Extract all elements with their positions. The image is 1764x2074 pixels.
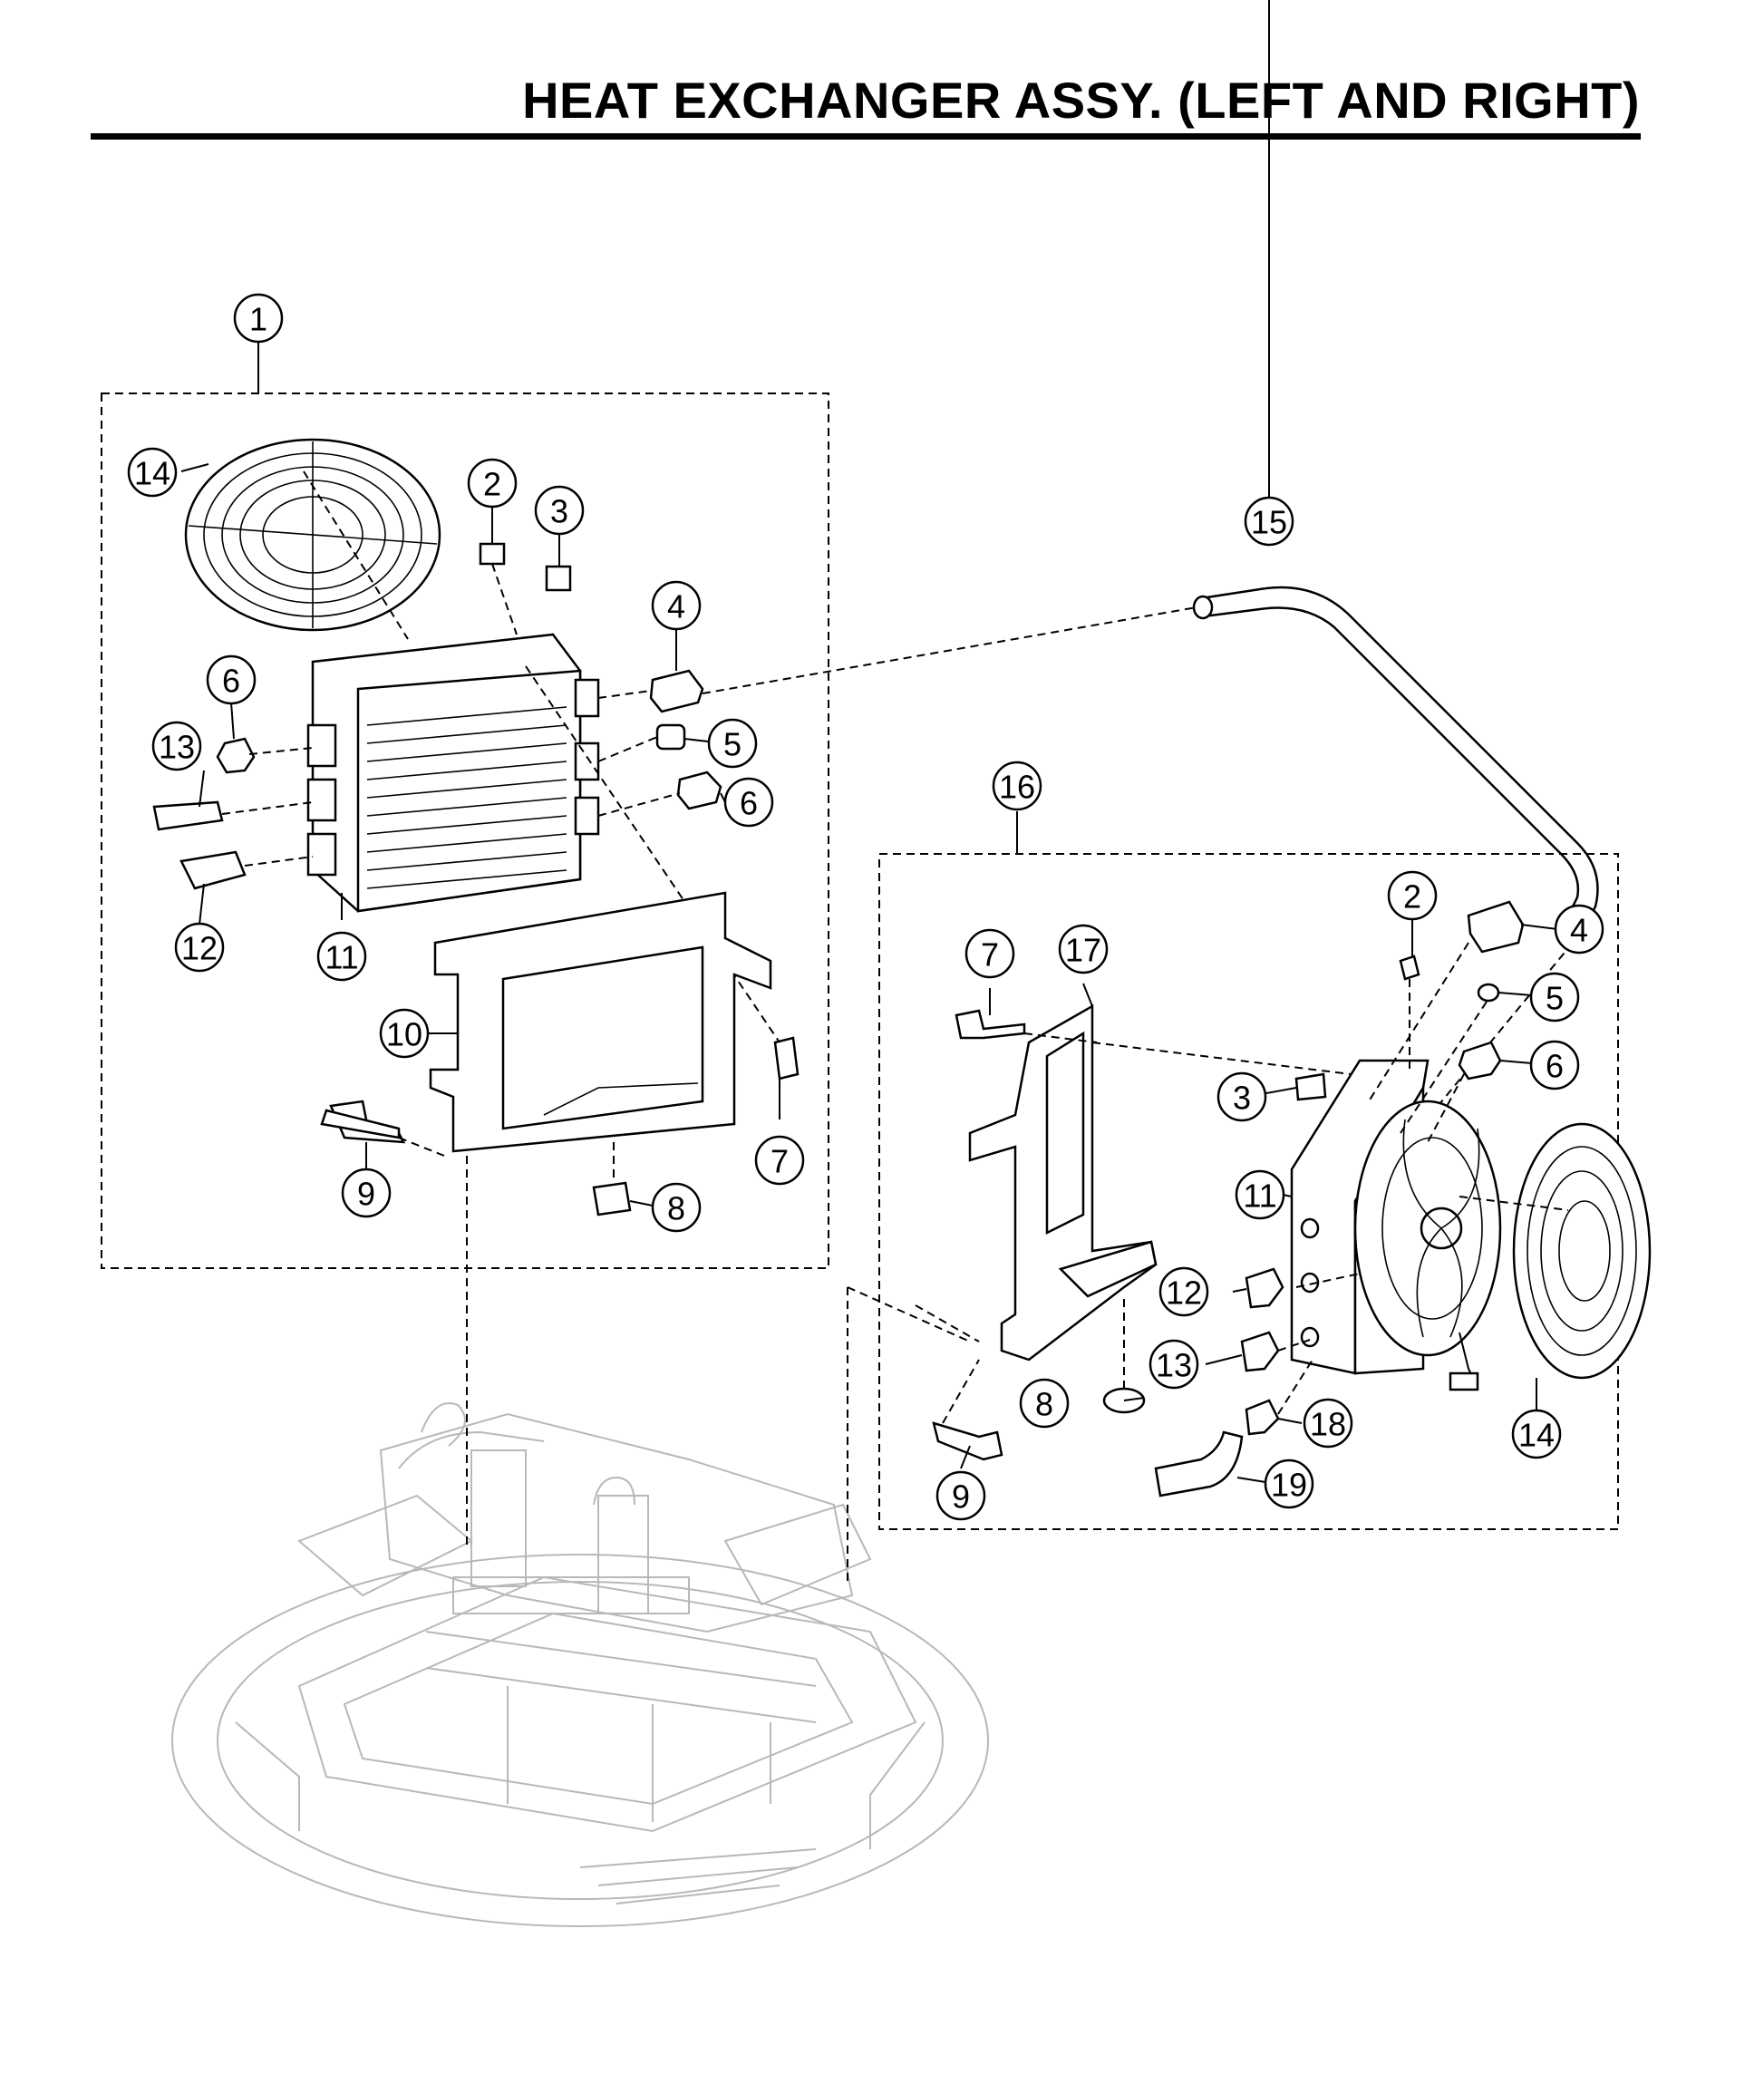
svg-text:4: 4 bbox=[667, 588, 685, 625]
callout-5-right: 5 bbox=[1529, 972, 1580, 1022]
callout-18: 18 bbox=[1303, 1398, 1353, 1449]
machine-frame bbox=[171, 1402, 989, 1927]
svg-text:2: 2 bbox=[1403, 878, 1421, 916]
fan-guard-right bbox=[1512, 1122, 1652, 1380]
callout-6-left-a: 6 bbox=[206, 654, 257, 705]
callout-13-right: 13 bbox=[1149, 1339, 1199, 1390]
callout-1: 1 bbox=[233, 293, 284, 344]
svg-text:19: 19 bbox=[1271, 1467, 1307, 1504]
svg-text:14: 14 bbox=[1518, 1417, 1555, 1454]
page-title: HEAT EXCHANGER ASSY. (LEFT AND RIGHT) bbox=[522, 72, 1640, 129]
svg-text:7: 7 bbox=[981, 936, 999, 974]
svg-text:9: 9 bbox=[952, 1478, 970, 1516]
callout-14-left: 14 bbox=[127, 447, 178, 498]
fittings-left bbox=[152, 542, 800, 1216]
callout-12-left: 12 bbox=[174, 922, 225, 973]
callout-8-right: 8 bbox=[1019, 1378, 1070, 1429]
callout-17: 17 bbox=[1058, 924, 1109, 974]
svg-text:11: 11 bbox=[1243, 1178, 1276, 1215]
callout-7-right: 7 bbox=[964, 928, 1015, 979]
callout-5-left: 5 bbox=[707, 718, 758, 769]
svg-text:13: 13 bbox=[1156, 1347, 1192, 1384]
svg-text:16: 16 bbox=[999, 769, 1035, 806]
fan-right bbox=[1353, 1100, 1502, 1391]
svg-text:14: 14 bbox=[134, 455, 170, 492]
callout-9-right: 9 bbox=[935, 1470, 986, 1521]
callout-2-right: 2 bbox=[1387, 870, 1438, 921]
callout-10: 10 bbox=[379, 1008, 430, 1059]
left-assembly-box bbox=[101, 393, 829, 1269]
svg-text:8: 8 bbox=[667, 1190, 685, 1227]
svg-text:13: 13 bbox=[159, 729, 195, 766]
svg-text:9: 9 bbox=[357, 1176, 375, 1213]
svg-text:5: 5 bbox=[723, 726, 741, 763]
callout-3-left: 3 bbox=[534, 485, 585, 536]
svg-text:3: 3 bbox=[1233, 1080, 1251, 1117]
callout-15: 15 bbox=[1244, 496, 1294, 547]
callout-3-right: 3 bbox=[1216, 1071, 1267, 1122]
callout-9-left: 9 bbox=[341, 1168, 392, 1218]
callout-11-right: 11 bbox=[1235, 1169, 1285, 1220]
title-rule bbox=[91, 133, 1641, 140]
svg-text:4: 4 bbox=[1570, 912, 1588, 949]
svg-text:17: 17 bbox=[1065, 932, 1101, 969]
svg-text:11: 11 bbox=[325, 939, 358, 976]
svg-text:2: 2 bbox=[483, 466, 501, 503]
svg-text:6: 6 bbox=[740, 785, 758, 822]
svg-text:7: 7 bbox=[771, 1143, 789, 1180]
svg-text:5: 5 bbox=[1546, 980, 1564, 1017]
callout-19: 19 bbox=[1264, 1459, 1314, 1509]
svg-text:15: 15 bbox=[1251, 504, 1287, 541]
callout-4-right: 4 bbox=[1554, 904, 1604, 955]
callout-7-left: 7 bbox=[754, 1135, 805, 1186]
callout-4-left: 4 bbox=[651, 580, 702, 631]
callout-6-right: 6 bbox=[1529, 1040, 1580, 1090]
svg-text:12: 12 bbox=[1166, 1274, 1202, 1312]
svg-text:10: 10 bbox=[386, 1016, 422, 1053]
callout-13-left: 13 bbox=[151, 721, 202, 771]
svg-text:3: 3 bbox=[550, 493, 568, 530]
callout-6-left-b: 6 bbox=[723, 777, 774, 828]
svg-text:6: 6 bbox=[1546, 1048, 1564, 1085]
svg-text:6: 6 bbox=[222, 663, 240, 700]
fan-guard-left bbox=[184, 438, 441, 632]
bolt-7-right bbox=[955, 1009, 1026, 1040]
svg-text:1: 1 bbox=[249, 301, 267, 338]
bracket-right bbox=[968, 1003, 1158, 1362]
svg-text:18: 18 bbox=[1310, 1406, 1346, 1443]
svg-text:12: 12 bbox=[181, 930, 218, 967]
callout-12-right: 12 bbox=[1158, 1266, 1209, 1317]
svg-text:8: 8 bbox=[1035, 1386, 1053, 1423]
leader-lines bbox=[180, 0, 1558, 1483]
callout-14-right: 14 bbox=[1511, 1409, 1562, 1459]
heat-exchanger-core-left bbox=[306, 633, 600, 913]
callout-2-left: 2 bbox=[467, 458, 518, 509]
callout-8-left: 8 bbox=[651, 1182, 702, 1233]
bracket-left bbox=[429, 891, 772, 1153]
callout-11-left: 11 bbox=[316, 931, 367, 982]
callout-16: 16 bbox=[992, 761, 1042, 811]
